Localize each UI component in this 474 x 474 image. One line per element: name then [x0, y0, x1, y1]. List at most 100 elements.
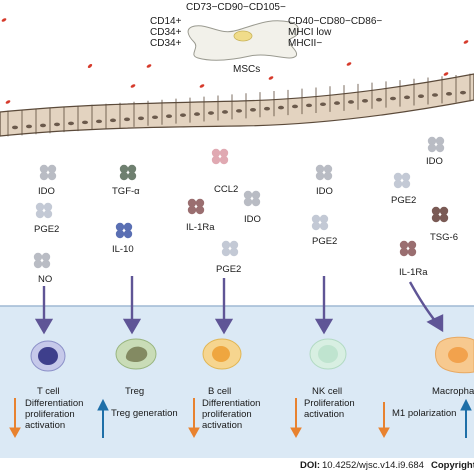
tsg6-cluster-icon-particle	[439, 213, 449, 223]
pge2-cluster-icon-particle	[43, 202, 53, 212]
factor-label-ido: IDO	[316, 186, 333, 197]
pge2-cluster-icon-particle	[311, 221, 321, 231]
b-cell-label: B cell	[208, 386, 232, 397]
msc-right-marker: CD40−CD80−CD86−	[288, 16, 383, 27]
tsg6-cluster-icon-particle	[431, 206, 441, 216]
pge2-cluster-icon-particle	[229, 247, 239, 257]
tissue-cell-nucleus	[152, 115, 158, 120]
tissue-cell-nucleus	[432, 93, 438, 97]
pge2-cluster-icon-particle	[311, 214, 321, 224]
tgf-cluster-icon-particle	[119, 164, 129, 174]
factor-label-tgf: TGF-α	[112, 186, 140, 197]
msc-left-marker: CD34+	[150, 27, 182, 38]
il1ra-cluster-icon-particle	[187, 198, 197, 208]
ido-cluster-icon	[427, 136, 445, 153]
ido-cluster-icon-particle	[251, 197, 261, 207]
t-cell-label: T cell	[37, 386, 60, 397]
msc-right-marker: MHCI low	[288, 27, 332, 38]
t-cell-effects: Differentiation proliferation activation	[25, 398, 83, 431]
tgf-cluster-icon	[119, 164, 137, 181]
tissue-cell-nucleus	[404, 95, 410, 100]
arrow-macrophage-head	[426, 314, 444, 333]
ido-cluster-icon-particle	[427, 143, 437, 153]
tissue-cell-nucleus	[418, 94, 424, 98]
tissue-cell-nucleus	[250, 107, 256, 112]
t-cell-decrease-arrow	[9, 398, 21, 439]
immune-compartment-background	[0, 306, 474, 458]
tissue-cell-nucleus	[82, 120, 88, 125]
no-cluster-icon	[33, 252, 51, 269]
no-cluster-icon-particle	[33, 259, 43, 269]
tgf-cluster-icon-particle	[127, 171, 137, 181]
pge2-cluster-icon-particle	[229, 240, 239, 250]
nk-cell-icon	[309, 338, 347, 370]
factor-label-ido: IDO	[38, 186, 55, 197]
pge2-cluster-icon	[393, 172, 411, 189]
factor-label-pge2: PGE2	[216, 264, 242, 275]
nk-cell-decrease-arrow	[290, 398, 302, 439]
factor-label-ido: IDO	[244, 214, 261, 225]
arrow-nk-cell-head	[314, 318, 334, 335]
treg-icon	[115, 338, 157, 370]
effect-line: Differentiation	[25, 398, 84, 409]
ido-cluster-icon-particle	[39, 164, 49, 174]
blood-cells	[1, 18, 469, 104]
effect-line: activation	[25, 420, 66, 431]
tissue-cell-nucleus	[460, 90, 466, 95]
tissue-cell-nucleus	[40, 123, 46, 128]
tsg6-cluster-icon-particle	[439, 206, 449, 216]
tissue-cell-nucleus	[278, 105, 284, 110]
factor-label-pge2: PGE2	[391, 195, 417, 206]
effect-line: Differentiation	[202, 398, 261, 409]
macrophage-icon	[435, 336, 474, 374]
il10-cluster-icon-particle	[123, 222, 133, 232]
msc-right-marker: MHCII−	[288, 38, 323, 49]
ido-cluster-icon-particle	[47, 171, 57, 181]
treg-effects: Treg generation	[111, 408, 178, 419]
il10-cluster-icon-particle	[115, 229, 125, 239]
arrow-treg-head	[122, 318, 142, 335]
tissue-cell-nucleus	[138, 116, 144, 121]
tgf-cluster-icon-particle	[127, 164, 137, 174]
treg-increase-arrow	[97, 398, 109, 438]
pge2-cluster-icon-particle	[35, 202, 45, 212]
pge2-cluster-icon-particle	[319, 221, 329, 231]
factor-glyphs	[33, 136, 449, 269]
msc-left-markers: CD14+ CD34+ CD34+	[150, 16, 181, 49]
il1ra-cluster-icon-particle	[399, 247, 409, 257]
tissue-cell-nucleus	[320, 102, 326, 107]
ido-cluster-icon	[39, 164, 57, 181]
tissue-cell-nucleus	[334, 101, 340, 105]
pge2-cluster-icon	[311, 214, 329, 231]
il1ra-cluster-icon-particle	[407, 247, 417, 257]
tissue-cell-nucleus	[222, 110, 228, 114]
factor-label-no: NO	[38, 274, 53, 285]
tissue-cell-nucleus	[180, 113, 186, 117]
doi-label: DOI:	[300, 460, 321, 471]
ido-cluster-icon-particle	[435, 136, 445, 146]
il1ra-cluster-icon-particle	[195, 205, 205, 215]
arrow-b-cell-head	[214, 318, 234, 335]
factor-label-pge2: PGE2	[312, 236, 338, 247]
msc-label: MSCs	[233, 64, 261, 75]
copyright-label: Copyright	[431, 460, 474, 471]
no-cluster-icon-particle	[33, 252, 43, 262]
b-cell-icon	[202, 338, 242, 370]
factor-label-pge2: PGE2	[34, 224, 60, 235]
ido-cluster-icon	[315, 164, 333, 181]
tissue-cell-nucleus	[236, 109, 242, 113]
ido-cluster-icon	[243, 190, 261, 207]
arrow-t-cell-head	[34, 318, 54, 335]
tsg6-cluster-icon	[431, 206, 449, 223]
t-cell-icon	[30, 340, 66, 372]
no-cluster-icon-particle	[41, 252, 51, 262]
tissue-cell-nucleus	[264, 106, 270, 111]
pge2-cluster-icon-particle	[393, 172, 403, 182]
ccl2-cluster-icon-particle	[211, 148, 221, 158]
tissue-cell-nucleus	[390, 96, 396, 101]
ido-cluster-icon-particle	[435, 143, 445, 153]
no-cluster-icon-particle	[41, 259, 51, 269]
effect-line: activation	[304, 409, 345, 420]
tissue-cell-nucleus	[306, 103, 312, 108]
